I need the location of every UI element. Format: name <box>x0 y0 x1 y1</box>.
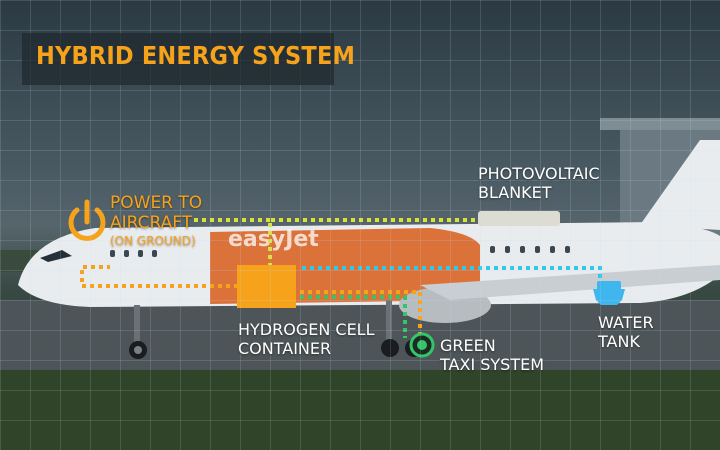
hydrogen-label-line1: HYDROGEN CELL <box>238 320 375 339</box>
grass <box>0 370 720 450</box>
power-label-line2: AIRCRAFT <box>110 213 193 233</box>
water-label-line1: WATER <box>598 313 654 332</box>
green-taxi-label-line2: TAXI SYSTEM <box>440 355 545 374</box>
hydrogen-label: HYDROGEN CELL CONTAINER <box>238 320 375 358</box>
green-taxi-label: GREEN TAXI SYSTEM <box>440 336 544 374</box>
cyan-dotted-line <box>300 266 602 278</box>
hangar-roof <box>600 118 720 130</box>
power-label-line3: (ON GROUND) <box>110 234 196 248</box>
water-label-line2: TANK <box>598 332 640 351</box>
page-title: HYBRID ENERGY SYSTEM <box>36 41 356 70</box>
hydrogen-label-line2: CONTAINER <box>238 339 332 358</box>
power-icon <box>68 199 106 241</box>
photovoltaic-label-line1: PHOTOVOLTAIC <box>478 164 600 183</box>
aircraft-wing <box>420 265 720 300</box>
green-dotted-line <box>300 295 407 338</box>
power-label-line1: POWER TO <box>110 193 203 213</box>
water-label: WATER TANK <box>598 313 654 351</box>
green-taxi-label-line1: GREEN <box>440 336 496 355</box>
photovoltaic-label-line2: BLANKET <box>478 183 552 202</box>
aircraft-livery-text: easyJet <box>228 227 319 252</box>
hydrogen-container-icon <box>237 265 296 308</box>
passenger-windows <box>110 246 570 257</box>
photovoltaic-panel-icon <box>478 211 560 226</box>
title-backdrop <box>22 33 334 85</box>
tarmac <box>0 300 720 370</box>
nose-landing-gear <box>129 305 147 359</box>
aircraft-tail <box>640 140 720 230</box>
photovoltaic-label: PHOTOVOLTAIC BLANKET <box>478 164 600 202</box>
power-label: POWER TO AIRCRAFT (ON GROUND) <box>110 193 202 249</box>
water-tank-icon <box>593 289 625 305</box>
energy-connection-lines <box>80 218 602 338</box>
orange-dotted-line-2 <box>300 290 422 338</box>
cockpit-window <box>40 250 72 262</box>
